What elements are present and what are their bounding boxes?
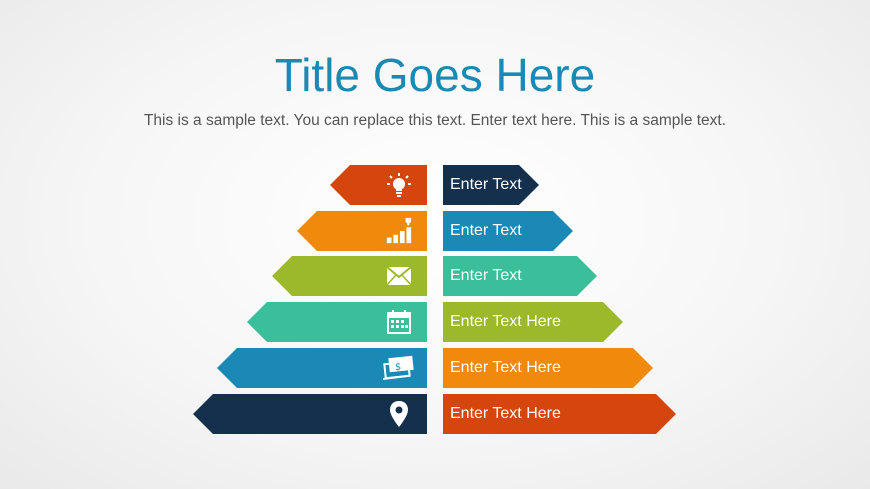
right-arrow-1: Enter Text	[443, 165, 539, 205]
lightbulb-icon	[385, 171, 413, 199]
bar-chart-trophy-icon	[385, 217, 413, 245]
right-arrow-5: Enter Text Here	[443, 348, 653, 388]
right-arrow-4: Enter Text Here	[443, 302, 623, 342]
money-icon: $	[381, 354, 415, 382]
slide-subtitle: This is a sample text. You can replace t…	[143, 112, 727, 129]
calendar-icon	[385, 308, 413, 336]
left-arrow-2	[297, 211, 427, 251]
right-arrow-3: Enter Text	[443, 256, 597, 296]
left-arrow-3	[272, 256, 427, 296]
left-arrow-4	[247, 302, 427, 342]
map-pin-icon	[385, 400, 413, 428]
envelope-icon	[385, 262, 413, 290]
left-arrow-6	[193, 394, 427, 434]
right-arrow-2: Enter Text	[443, 211, 573, 251]
left-arrow-1	[330, 165, 427, 205]
svg-text:$: $	[395, 362, 401, 373]
slide-title: Title Goes Here	[274, 49, 596, 101]
left-arrow-5: $	[217, 348, 427, 388]
right-arrow-6: Enter Text Here	[443, 394, 676, 434]
